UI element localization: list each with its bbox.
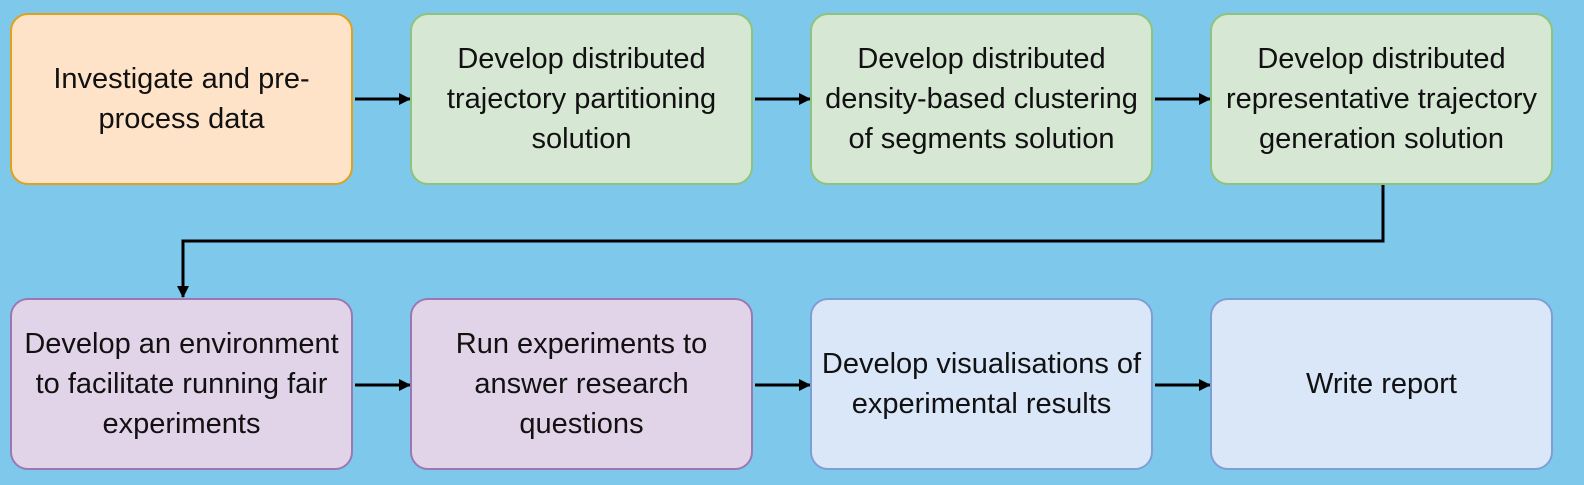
step-environment: Develop an environment to facilitate run… [10,298,353,470]
step-label: Develop visualisations of experimental r… [821,348,1142,420]
step-label: Run experiments to answer research quest… [455,328,708,440]
step-label: Develop distributed density-based cluste… [825,43,1138,155]
arrow-representative-to-environment [177,185,1385,298]
step-visualisations: Develop visualisations of experimental r… [810,298,1153,470]
step-label: Develop distributed representative traje… [1225,43,1538,155]
step-clustering: Develop distributed density-based cluste… [810,13,1153,185]
step-label: Write report [1306,368,1457,400]
step-partitioning: Develop distributed trajectory partition… [410,13,753,185]
step-investigate: Investigate and pre-process data [10,13,353,185]
step-report: Write report [1210,298,1553,470]
step-label: Develop an environment to facilitate run… [24,328,339,440]
step-label: Investigate and pre-process data [53,63,310,135]
step-representative: Develop distributed representative traje… [1210,13,1553,185]
step-experiments: Run experiments to answer research quest… [410,298,753,470]
step-label: Develop distributed trajectory partition… [446,43,717,155]
